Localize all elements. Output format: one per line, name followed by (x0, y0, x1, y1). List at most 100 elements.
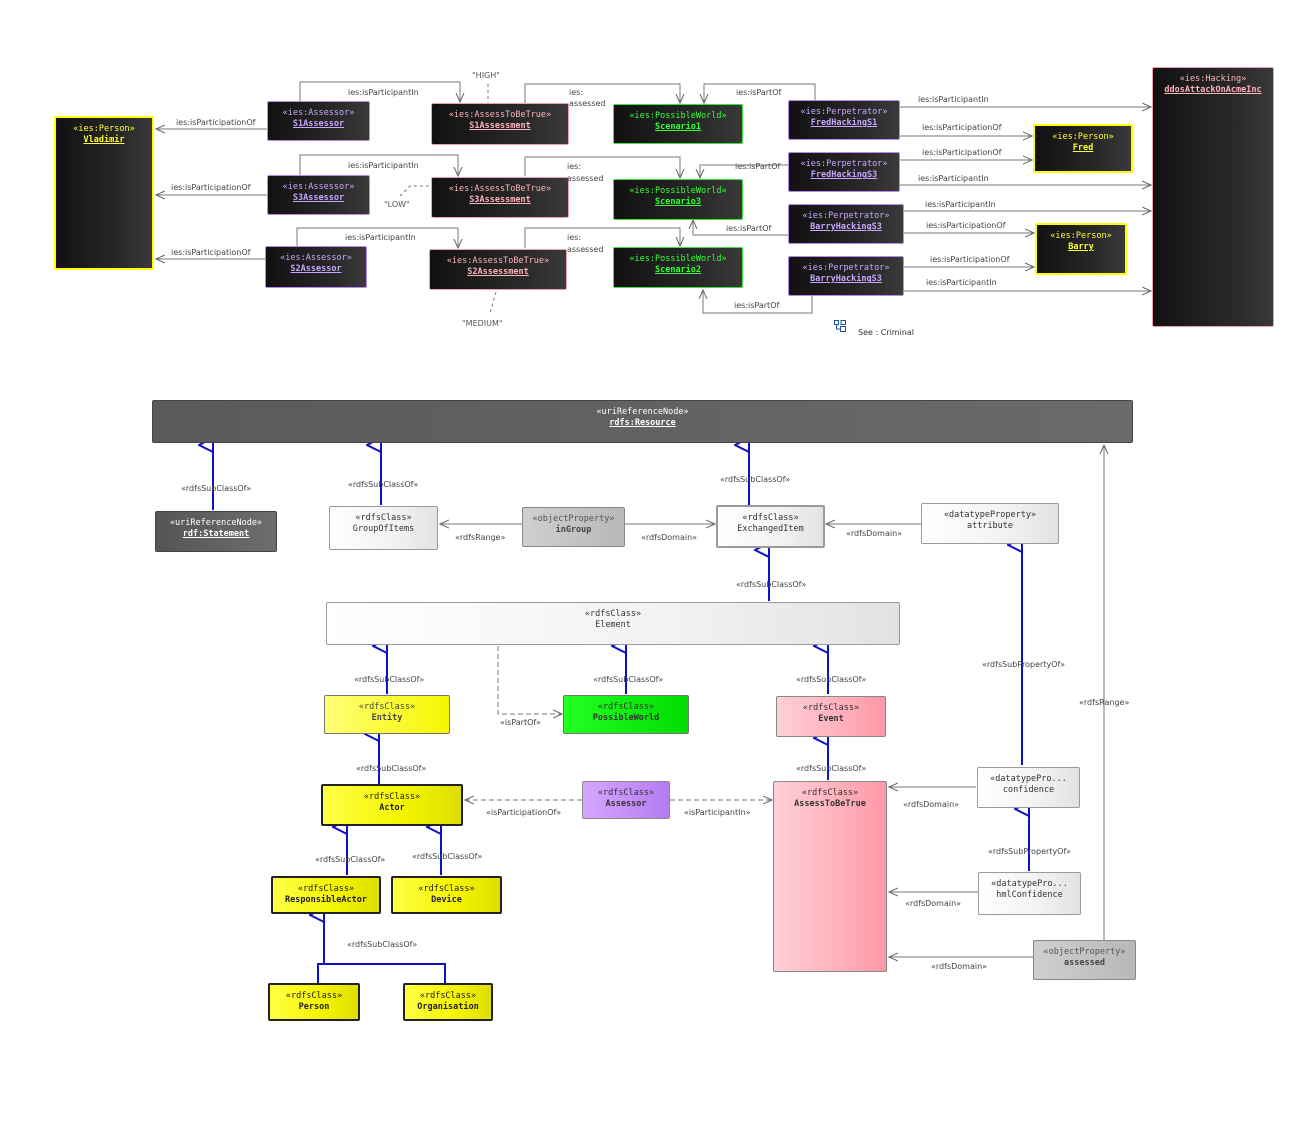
confidence-note-medium: "MEDIUM" (462, 319, 503, 328)
stereotype: «rdfsClass» (802, 703, 860, 713)
edge-label: «rdfsSubClassOf» (796, 675, 867, 684)
class-actor[interactable]: «rdfsClass» Actor (321, 784, 463, 826)
node-name: Organisation (417, 1002, 479, 1012)
class-assessor[interactable]: «rdfsClass» Assessor (582, 781, 670, 819)
perpetrator-barryhackings3-b[interactable]: «ies:Perpetrator» BarryHackingS3 (788, 256, 904, 296)
edge-label: «rdfsDomain» (846, 529, 903, 538)
node-name: ExchangedItem (737, 524, 804, 534)
node-name: FredHackingS3 (810, 170, 878, 180)
hacking-ddos[interactable]: «ies:Hacking» ddosAttackOnAcmeInc (1152, 67, 1274, 327)
diagram-link-icon[interactable] (834, 320, 846, 332)
stereotype: «ies:Hacking» (1179, 74, 1247, 84)
node-name: assessed (1064, 958, 1105, 968)
property-ingroup[interactable]: «objectProperty» inGroup (522, 507, 625, 547)
stereotype: «datatypePro... (990, 774, 1067, 784)
edge-label: «rdfsDomain» (931, 962, 988, 971)
perpetrator-fredhackings3[interactable]: «ies:Perpetrator» FredHackingS3 (788, 152, 900, 192)
node-name: Element (595, 620, 631, 630)
assessor-s1[interactable]: «ies:Assessor» S1Assessor (267, 101, 370, 141)
edge-label: ies:isParticipationOf (922, 148, 1002, 157)
stereotype: «ies:Perpetrator» (802, 263, 890, 273)
node-name: Scenario1 (654, 122, 702, 132)
assessor-s2[interactable]: «ies:Assessor» S2Assessor (265, 246, 367, 288)
edge-label: ies:isParticipantIn (918, 174, 989, 183)
stereotype: «ies:Person» (1052, 132, 1114, 142)
node-name: S1Assessor (292, 119, 345, 129)
node-name: Event (818, 714, 844, 724)
class-entity[interactable]: «rdfsClass» Entity (324, 695, 450, 734)
node-name: inGroup (555, 525, 592, 535)
edge-label: ies: (567, 233, 582, 242)
node-name: S2Assessor (290, 264, 342, 274)
node-name: Entity (371, 713, 403, 723)
class-organisation[interactable]: «rdfsClass» Organisation (403, 983, 493, 1021)
stereotype: «rdfsClass» (418, 884, 475, 894)
node-name: S2Assessment (467, 267, 529, 277)
stereotype: «ies:PossibleWorld» (629, 111, 727, 121)
property-confidence[interactable]: «datatypePro... confidence (977, 767, 1080, 808)
node-name: AssessToBeTrue (794, 799, 866, 809)
stereotype: «ies:Person» (1050, 231, 1112, 241)
person-vladimir[interactable]: «ies:Person» Vladimir (54, 116, 154, 270)
edge-label: «rdfsSubClassOf» (315, 855, 386, 864)
class-responsibleactor[interactable]: «rdfsClass» ResponsibleActor (271, 876, 381, 914)
edge-label: assessed (567, 174, 604, 183)
property-hmlconfidence[interactable]: «datatypePro... hmlConfidence (978, 872, 1081, 915)
edge-label: «rdfsDomain» (641, 533, 698, 542)
perpetrator-fredhackings1[interactable]: «ies:Perpetrator» FredHackingS1 (788, 100, 900, 140)
class-person[interactable]: «rdfsClass» Person (268, 983, 360, 1021)
assessment-s3[interactable]: «ies:AssessToBeTrue» S3Assessment (431, 177, 569, 218)
stereotype: «ies:Assessor» (282, 108, 355, 118)
edge-label: assessed (569, 99, 606, 108)
statement-node[interactable]: «uriReferenceNode» rdf:Statement (155, 511, 277, 552)
edge-label: «rdfsRange» (1079, 698, 1130, 707)
stereotype: «ies:AssessToBeTrue» (448, 110, 552, 120)
node-name: Scenario2 (654, 265, 702, 275)
edge-label: ies:isPartOf (736, 88, 782, 97)
class-exchangeditem[interactable]: «rdfsClass» ExchangedItem (716, 505, 825, 548)
confidence-note-high: "HIGH" (472, 71, 500, 80)
edge-label: ies:isParticipantIn (918, 95, 989, 104)
person-barry[interactable]: «ies:Person» Barry (1035, 223, 1127, 275)
edge-label: «rdfsSubPropertyOf» (982, 660, 1066, 669)
class-element[interactable]: «rdfsClass» Element (326, 602, 900, 645)
stereotype: «ies:Perpetrator» (802, 211, 890, 221)
edge-label: ies:isParticipationOf (922, 123, 1002, 132)
assessment-s2[interactable]: «ies:AssessToBeTrue» S2Assessment (429, 249, 567, 290)
class-groupofitems[interactable]: «rdfsClass» GroupOfItems (329, 506, 438, 550)
class-device[interactable]: «rdfsClass» Device (391, 876, 502, 914)
class-assesstobetrue[interactable]: «rdfsClass» AssessToBeTrue (773, 781, 887, 972)
stereotype: «ies:PossibleWorld» (629, 186, 727, 196)
confidence-note-low: "LOW" (384, 200, 410, 209)
stereotype: «rdfsClass» (363, 792, 421, 802)
person-fred[interactable]: «ies:Person» Fred (1033, 124, 1133, 173)
stereotype: «rdfsClass» (285, 991, 343, 1001)
node-name: BarryHackingS3 (810, 274, 882, 284)
edge-label: «rdfsSubClassOf» (348, 480, 419, 489)
resource-node[interactable]: «uriReferenceNode» rdfs:Resource (152, 400, 1133, 443)
stereotype: «rdfsClass» (742, 513, 799, 523)
edge-label: «isParticipationOf» (486, 808, 562, 817)
see-criminal-link[interactable]: See : Criminal (858, 328, 915, 337)
edge-label: ies:isPartOf (735, 162, 781, 171)
node-name: PossibleWorld (592, 713, 660, 723)
property-assessed[interactable]: «objectProperty» assessed (1033, 940, 1136, 980)
class-possibleworld[interactable]: «rdfsClass» PossibleWorld (563, 695, 689, 734)
possibleworld-scenario3[interactable]: «ies:PossibleWorld» Scenario3 (613, 179, 743, 220)
assessment-s1[interactable]: «ies:AssessToBeTrue» S1Assessment (431, 103, 569, 145)
assessor-s3[interactable]: «ies:Assessor» S3Assessor (267, 175, 370, 215)
edge-label: «rdfsDomain» (905, 899, 962, 908)
possibleworld-scenario1[interactable]: «ies:PossibleWorld» Scenario1 (613, 104, 743, 144)
edge-label: «rdfsSubClassOf» (181, 484, 252, 493)
edge-label: «rdfsRange» (455, 533, 506, 542)
property-attribute[interactable]: «datatypeProperty» attribute (921, 503, 1059, 544)
perpetrator-barryhackings3-a[interactable]: «ies:Perpetrator» BarryHackingS3 (788, 204, 904, 244)
node-name: rdf:Statement (182, 529, 250, 539)
possibleworld-scenario2[interactable]: «ies:PossibleWorld» Scenario2 (613, 247, 743, 288)
class-event[interactable]: «rdfsClass» Event (776, 696, 886, 737)
node-name: Device (431, 895, 462, 905)
stereotype: «objectProperty» (532, 514, 615, 524)
node-name: Scenario3 (654, 197, 702, 207)
